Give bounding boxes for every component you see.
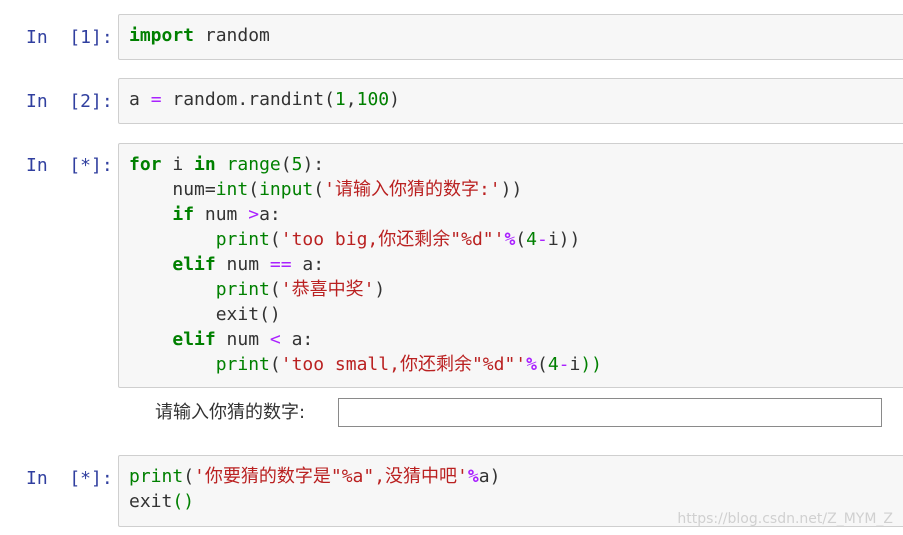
stdin-label: 请输入你猜的数字: bbox=[155, 402, 306, 423]
code-editor[interactable]: a = random.randint(1,100) bbox=[118, 78, 903, 124]
code-editor[interactable]: for i in range(5): num=int(input('请输入你猜的… bbox=[118, 143, 903, 388]
stdin-prompt: 请输入你猜的数字: bbox=[155, 398, 895, 428]
code-editor[interactable]: print('你要猜的数字是"%a",没猜中吧'%a) exit() bbox=[118, 455, 903, 527]
code-cell-3: In [*]: for i in range(5): num=int(input… bbox=[0, 143, 903, 388]
code-editor[interactable]: import random bbox=[118, 14, 903, 60]
code-text: print('你要猜的数字是"%a",没猜中吧'%a) exit() bbox=[129, 466, 501, 512]
code-text: for i in range(5): num=int(input('请输入你猜的… bbox=[129, 154, 603, 375]
code-text: import random bbox=[129, 25, 270, 46]
watermark-text: https://blog.csdn.net/Z_MYM_Z bbox=[677, 511, 893, 527]
cell-prompt: In [1]: bbox=[26, 27, 113, 48]
cell-prompt: In [*]: bbox=[26, 468, 113, 489]
code-text: a = random.randint(1,100) bbox=[129, 89, 400, 110]
code-cell-1: In [1]: import random bbox=[0, 14, 903, 60]
cell-prompt: In [*]: bbox=[26, 155, 113, 176]
code-cell-4: In [*]: print('你要猜的数字是"%a",没猜中吧'%a) exit… bbox=[0, 455, 903, 527]
code-cell-2: In [2]: a = random.randint(1,100) bbox=[0, 78, 903, 124]
stdin-input[interactable] bbox=[338, 398, 882, 427]
cell-prompt: In [2]: bbox=[26, 91, 113, 112]
